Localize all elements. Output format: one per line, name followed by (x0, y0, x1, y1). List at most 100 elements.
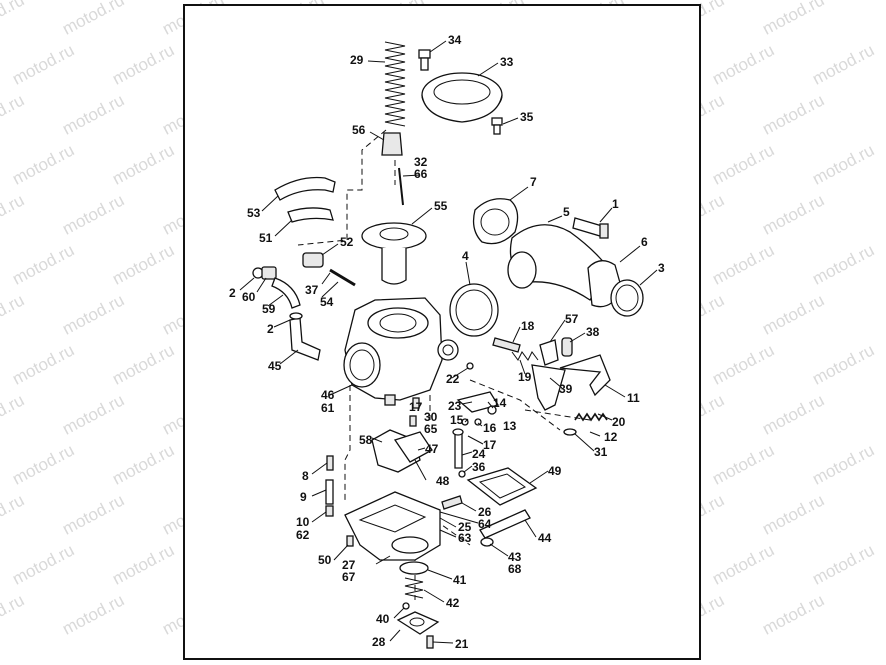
label-49: 49 (548, 464, 562, 478)
part-number-labels: 34 29 33 35 56 32 66 7 1 5 53 55 51 6 52… (229, 33, 665, 651)
part-42-spring (404, 577, 424, 599)
label-23: 23 (448, 399, 462, 413)
label-2a: 2 (229, 286, 236, 300)
label-57: 57 (565, 312, 579, 326)
label-50: 50 (318, 553, 332, 567)
label-43: 43 (508, 550, 522, 564)
part-41-diaphragm (399, 561, 429, 575)
label-7: 7 (530, 175, 537, 189)
label-33: 33 (500, 55, 514, 69)
label-54: 54 (320, 295, 334, 309)
label-56: 56 (352, 123, 366, 137)
label-30: 30 (424, 410, 438, 424)
part-32-needle (398, 167, 404, 206)
label-45: 45 (268, 359, 282, 373)
part-23-plate (456, 391, 500, 426)
part-11-cable (559, 354, 611, 397)
label-8: 8 (302, 469, 309, 483)
part-1-bolt (572, 217, 609, 239)
label-44: 44 (538, 531, 552, 545)
label-60: 60 (242, 290, 256, 304)
part-28-cover (396, 602, 440, 635)
part-56-retainer (381, 132, 403, 156)
label-11: 11 (627, 391, 640, 405)
label-14: 14 (493, 396, 507, 410)
part-27-float-bowl (344, 491, 441, 561)
part-3-ring (610, 279, 644, 317)
label-36: 36 (472, 460, 486, 474)
label-1: 1 (612, 197, 619, 211)
part-50-screw (346, 535, 354, 547)
label-51: 51 (259, 231, 273, 245)
label-52: 52 (340, 235, 354, 249)
label-67: 67 (342, 570, 356, 584)
label-65: 65 (424, 422, 438, 436)
label-10: 10 (296, 515, 310, 529)
label-5: 5 (563, 205, 570, 219)
part-31-washer (563, 428, 577, 436)
label-53: 53 (247, 206, 261, 220)
label-17b: 17 (483, 438, 497, 452)
label-66: 66 (414, 167, 428, 181)
label-46: 46 (321, 388, 335, 402)
part-51-hose (287, 207, 334, 223)
label-6: 6 (641, 235, 648, 249)
part-57-lever (539, 337, 573, 366)
label-62: 62 (296, 528, 310, 542)
label-3: 3 (658, 261, 665, 275)
part-46-carburetor-body (343, 297, 459, 406)
part-52-plug (302, 252, 324, 268)
part-21-screw (426, 635, 434, 649)
label-58: 58 (359, 433, 373, 447)
label-37: 37 (305, 283, 319, 297)
label-15: 15 (450, 413, 464, 427)
label-24: 24 (472, 447, 486, 461)
label-22: 22 (446, 372, 460, 386)
label-47: 47 (425, 442, 439, 456)
part-47-float (371, 429, 433, 473)
label-40: 40 (376, 612, 390, 626)
part-17-jet (409, 397, 420, 427)
label-9: 9 (300, 490, 307, 504)
label-41: 41 (453, 573, 467, 587)
label-19: 19 (518, 370, 532, 384)
part-10-main-jet (325, 505, 334, 517)
label-21: 21 (455, 637, 469, 651)
part-24-tube (452, 428, 464, 469)
label-32: 32 (414, 155, 428, 169)
part-5-elbow (507, 224, 611, 301)
label-64: 64 (478, 517, 492, 531)
part-54-screw (329, 268, 356, 287)
part-39-bracket (531, 364, 566, 411)
part-33-cover (421, 72, 503, 123)
label-61: 61 (321, 401, 335, 415)
label-4: 4 (462, 249, 469, 263)
part-53-hose (274, 176, 336, 201)
assembly-dashed-lines (297, 129, 591, 600)
part-35-screw (491, 117, 503, 135)
label-27: 27 (342, 558, 356, 572)
part-59-hose (271, 277, 301, 309)
label-28: 28 (372, 635, 386, 649)
label-12: 12 (604, 430, 618, 444)
label-48: 48 (436, 474, 450, 488)
part-9-needle-jet (325, 479, 334, 505)
label-18: 18 (521, 319, 535, 333)
part-44-hose (479, 509, 531, 539)
part-34-screw (418, 49, 431, 71)
part-60-fitting (252, 266, 277, 280)
label-16: 16 (483, 421, 497, 435)
label-26: 26 (478, 505, 492, 519)
label-13: 13 (503, 419, 517, 433)
label-55: 55 (434, 199, 448, 213)
label-68: 68 (508, 562, 522, 576)
label-35: 35 (520, 110, 534, 124)
label-29: 29 (350, 53, 364, 67)
part-7-gasket (472, 198, 519, 245)
part-8-jet (326, 455, 334, 471)
label-25: 25 (458, 520, 472, 534)
label-2b: 2 (267, 322, 274, 336)
part-4-ring (449, 283, 499, 337)
label-39: 39 (559, 382, 573, 396)
